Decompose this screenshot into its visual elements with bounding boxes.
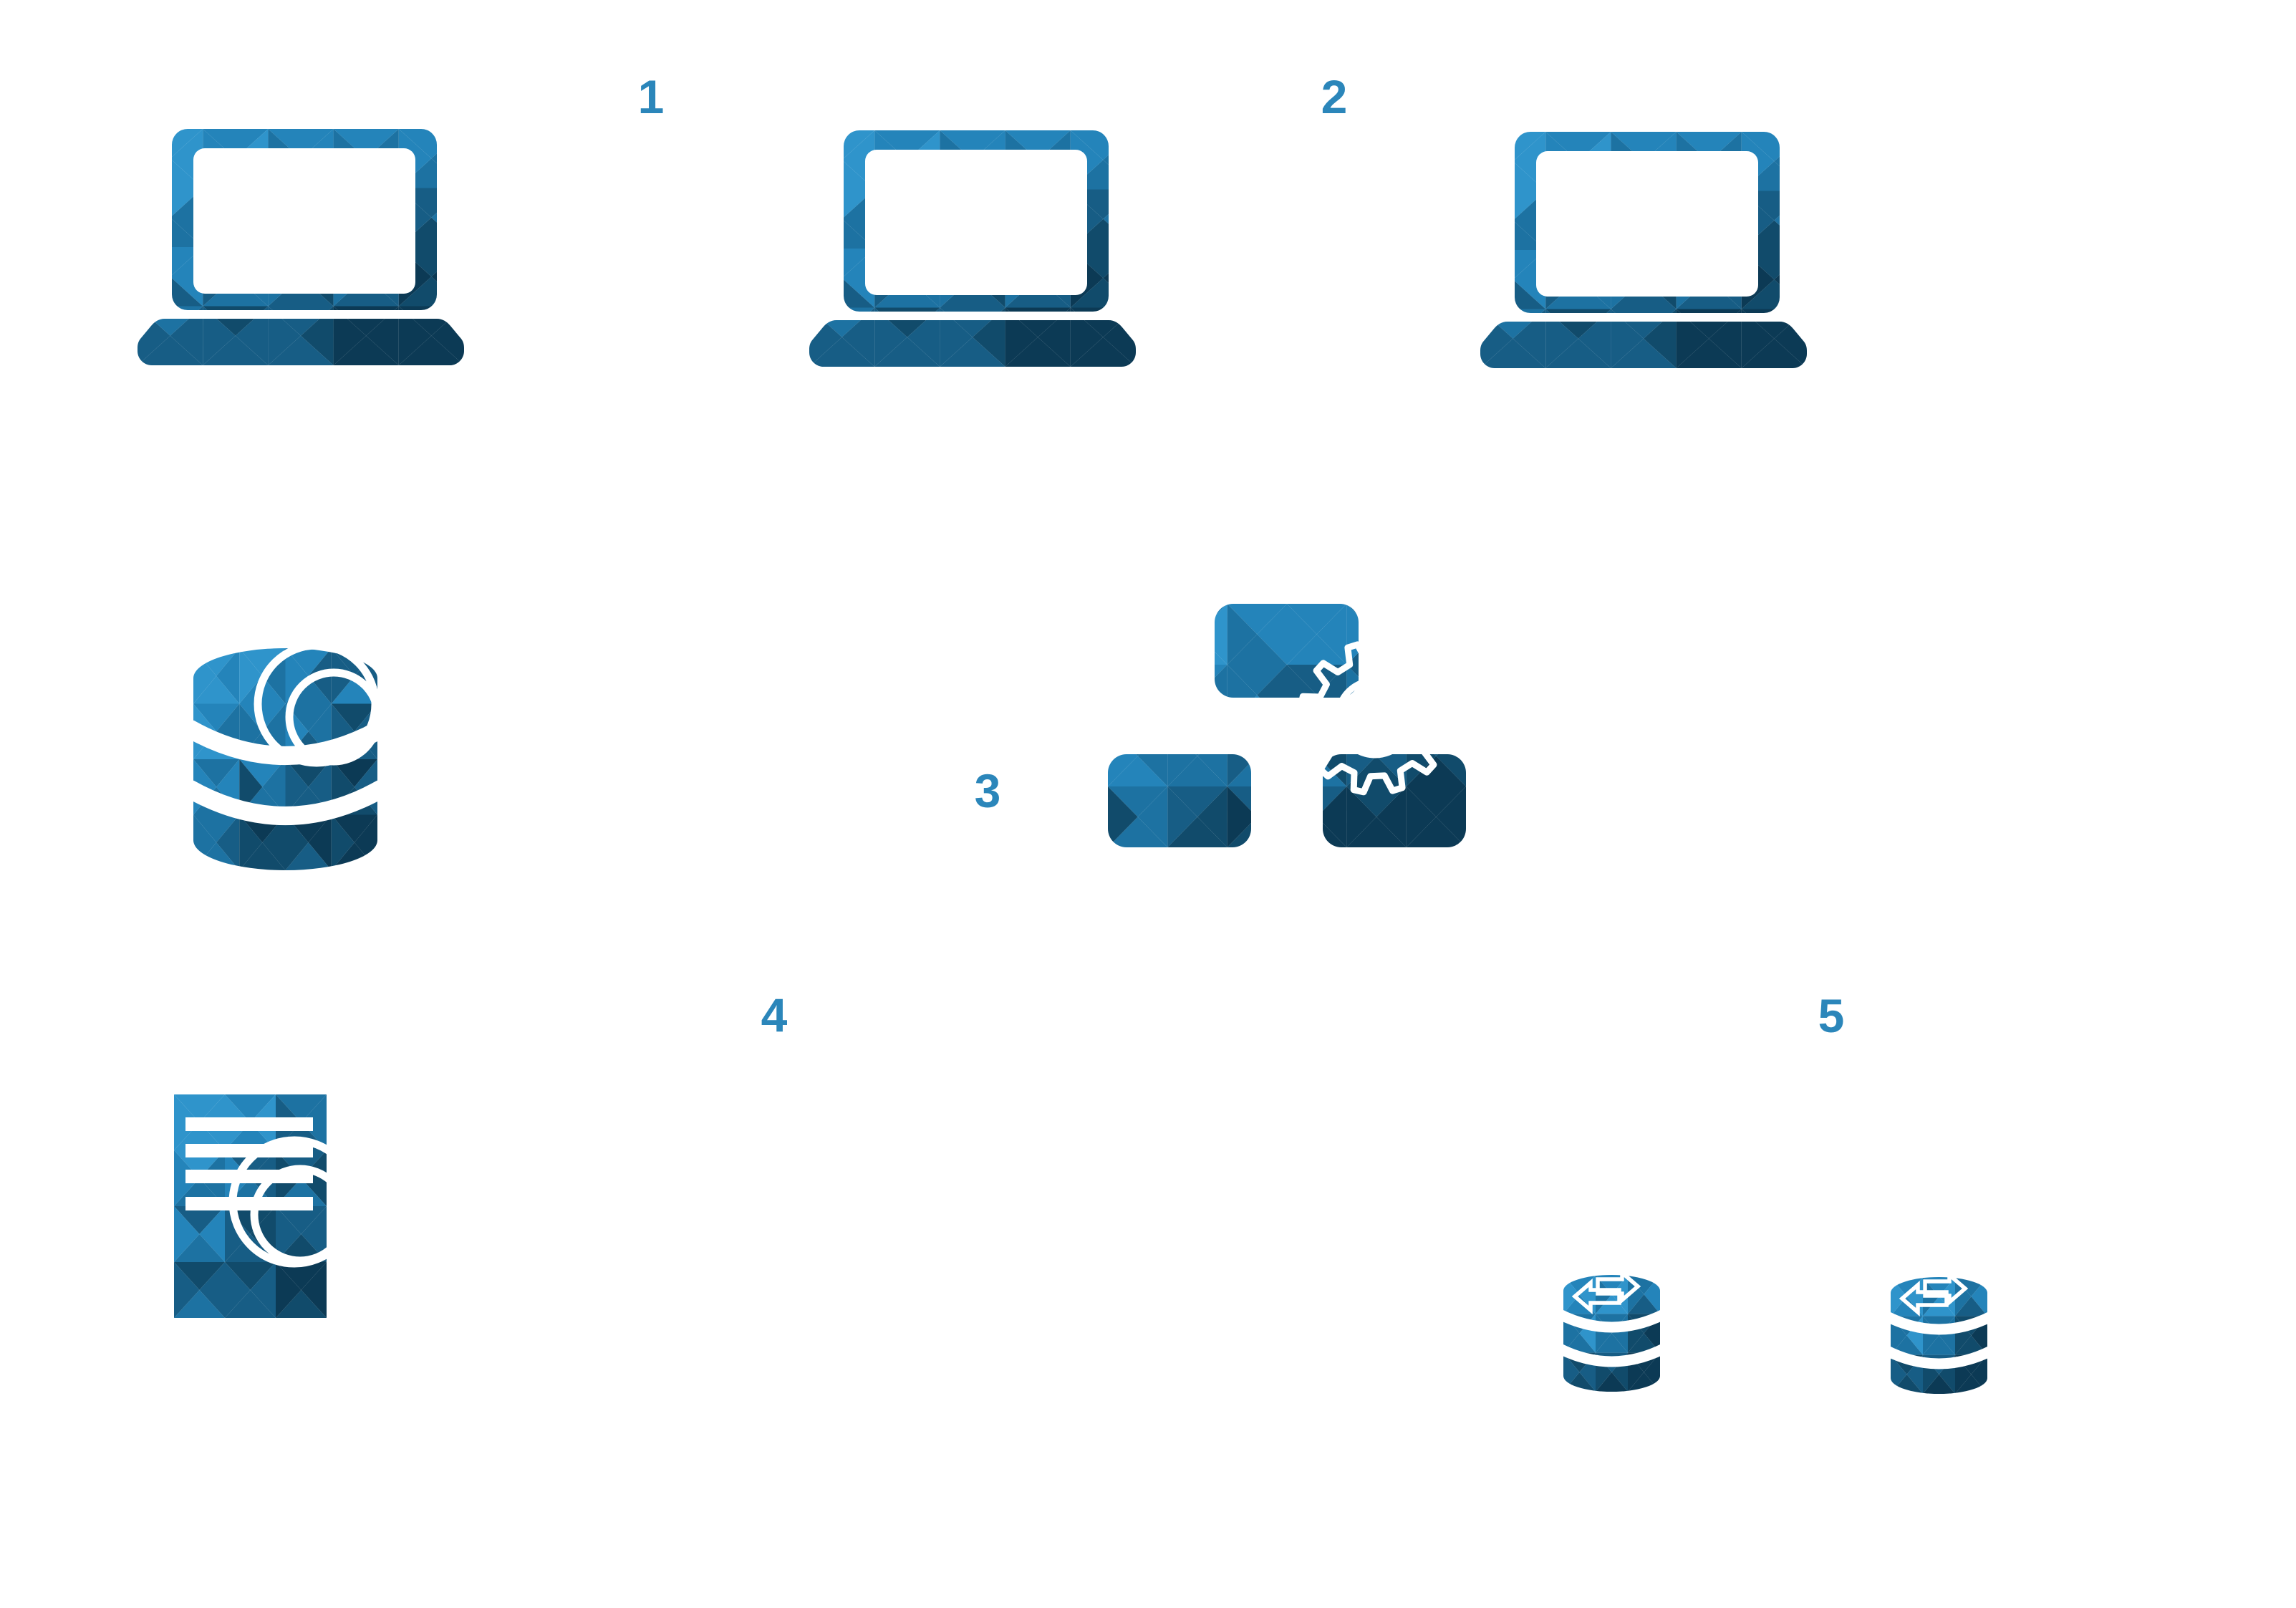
- step-label-5: 5: [1818, 989, 1845, 1042]
- ring-ornament: [254, 641, 382, 767]
- ring-ornament: [228, 1136, 360, 1268]
- database-icon-large: [184, 641, 387, 870]
- document-icon: [174, 1094, 360, 1318]
- laptop-icon-3: [1480, 132, 1807, 368]
- step-label-4: 4: [761, 988, 788, 1041]
- database-sync-icon-2: [1887, 1275, 1991, 1394]
- step-label-2: 2: [1321, 70, 1348, 123]
- database-sync-icon-1: [1560, 1273, 1664, 1392]
- app-modules-icon: [1108, 604, 1466, 847]
- cylinder-gap: [184, 780, 387, 825]
- laptop-icon-2: [809, 130, 1136, 367]
- step-label-1: 1: [638, 70, 665, 123]
- gear-icon: [1297, 640, 1453, 796]
- laptop-icon-1: [138, 129, 464, 365]
- document-text-lines: [185, 1117, 313, 1210]
- step-label-3: 3: [975, 764, 1001, 817]
